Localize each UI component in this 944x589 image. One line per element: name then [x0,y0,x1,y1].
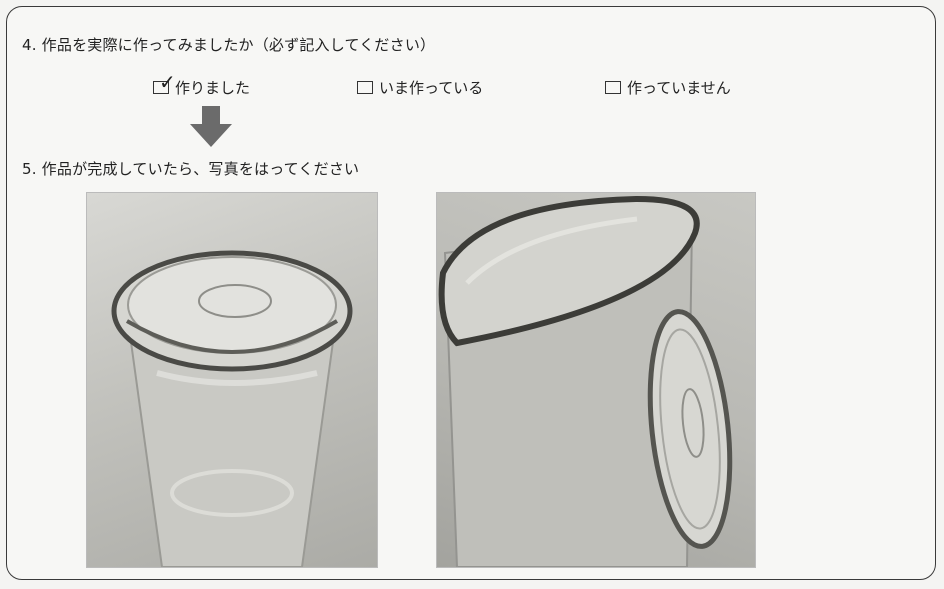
option-not-made[interactable]: 作っていません [605,76,731,98]
question-5-title: 5. 作品が完成していたら、写真をはってください [22,160,360,178]
option-in-progress[interactable]: いま作っている [357,76,483,98]
photo-cup-and-lid [436,192,756,568]
down-arrow-icon [190,106,232,147]
checkbox-not-made[interactable] [605,80,621,94]
checkbox-made[interactable]: ✓ [153,72,176,94]
option-made-label: 作りました [175,78,251,97]
question-4-title: 4. 作品を実際に作ってみましたか（必ず記入してください） [22,36,436,54]
photo-cup-with-lid [86,192,378,568]
checkmark-icon: ✓ [159,69,176,94]
option-in-progress-label: いま作っている [379,78,484,97]
option-made[interactable]: ✓ 作りました [153,72,251,98]
option-not-made-label: 作っていません [627,78,731,97]
checkbox-in-progress[interactable] [357,80,373,94]
